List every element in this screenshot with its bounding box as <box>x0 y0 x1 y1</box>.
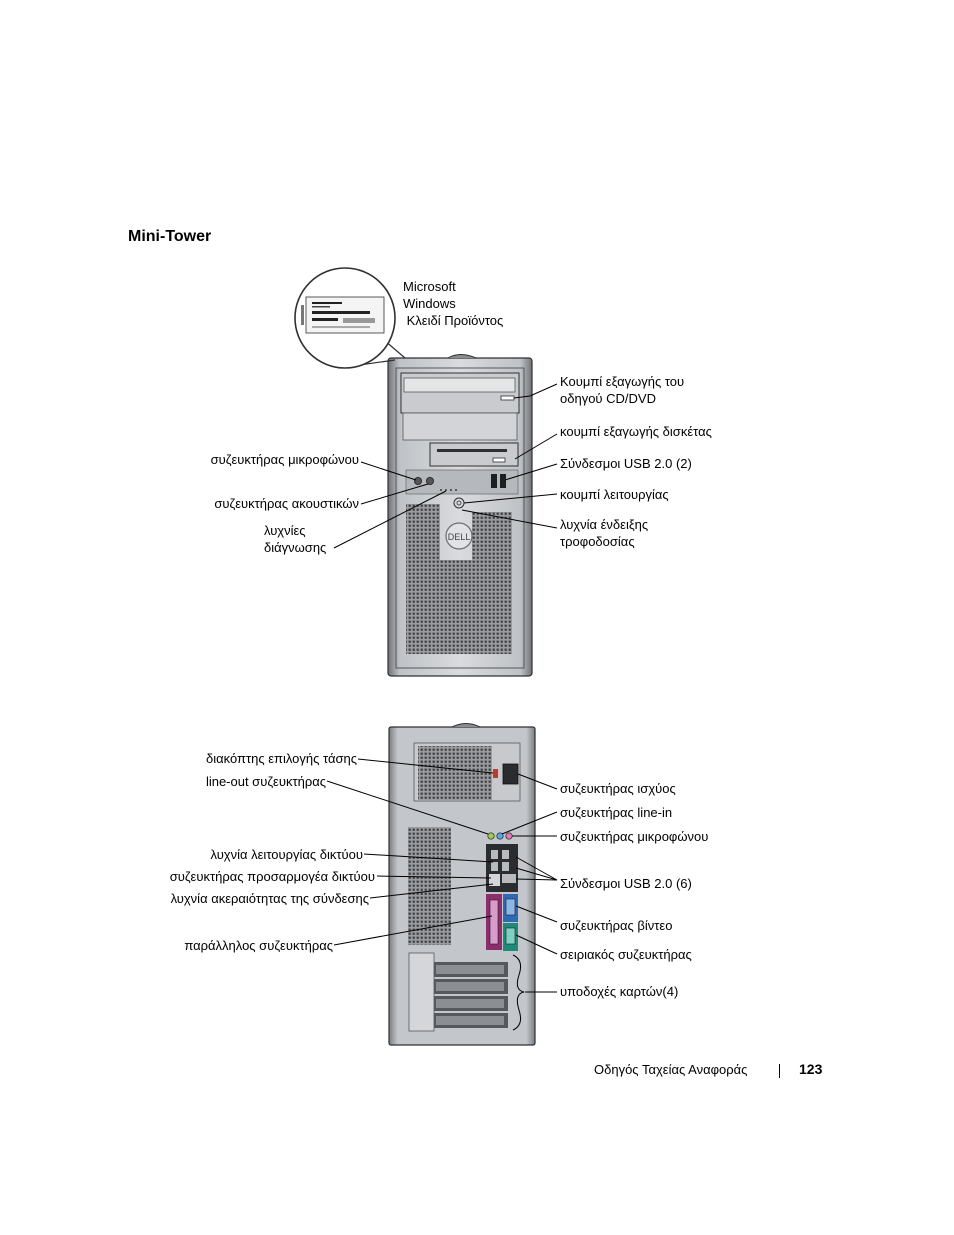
label-windows-key: Microsoft Windows Κλειδί Προϊόντος <box>403 279 504 328</box>
windows-key-callout <box>294 267 406 369</box>
label-net-activity: λυχνία λειτουργίας δικτύου <box>210 847 364 862</box>
section-heading: Mini-Tower <box>128 228 212 245</box>
label-usb-front: Σύνδεσμοι USB 2.0 (2) <box>560 456 692 471</box>
label-serial: σειριακός συζευκτήρας <box>560 947 692 962</box>
label-card-slots: υποδοχές καρτών(4) <box>560 984 679 999</box>
label-back-mic: συζευκτήρας μικροφώνου <box>560 829 709 844</box>
label-power-button: κουμπί λειτουργίας <box>560 487 669 502</box>
footer-title: Οδηγός Ταχείας Αναφοράς <box>594 1062 748 1077</box>
label-floppy-eject: κουμπί εξαγωγής δισκέτας <box>560 424 712 439</box>
label-diag-lights: λυχνίες διάγνωσης <box>264 523 327 555</box>
label-net-adapter: συζευκτήρας προσαρμογέα δικτύου <box>169 869 375 884</box>
leader-lines <box>326 383 558 1031</box>
label-link-integrity: λυχνία ακεραιότητας της σύνδεσης <box>170 891 369 906</box>
page-number: 123 <box>799 1061 823 1077</box>
label-usb-back: Σύνδεσμοι USB 2.0 (6) <box>560 876 692 891</box>
label-line-in: συζευκτήρας line-in <box>560 805 673 820</box>
footer-divider <box>779 1064 780 1078</box>
svg-text:DELL: DELL <box>448 532 471 542</box>
label-headphone: συζευκτήρας ακουστικών <box>214 496 359 511</box>
back-tower <box>388 723 536 1046</box>
label-voltage-switch: διακόπτης επιλογής τάσης <box>205 751 357 766</box>
label-front-mic: συζευκτήρας μικροφώνου <box>210 452 359 467</box>
label-power-connector: συζευκτήρας ισχύος <box>560 781 676 796</box>
label-video: συζευκτήρας βίντεο <box>560 918 673 933</box>
label-power-light: λυχνία ένδειξης τροφοδοσίας <box>560 517 649 549</box>
label-cd-eject: Κουμπί εξαγωγής του οδηγού CD/DVD <box>560 374 685 406</box>
label-parallel: παράλληλος συζευκτήρας <box>184 938 333 953</box>
front-tower: DELL <box>387 354 533 677</box>
label-line-out: line-out συζευκτήρας <box>205 774 326 789</box>
